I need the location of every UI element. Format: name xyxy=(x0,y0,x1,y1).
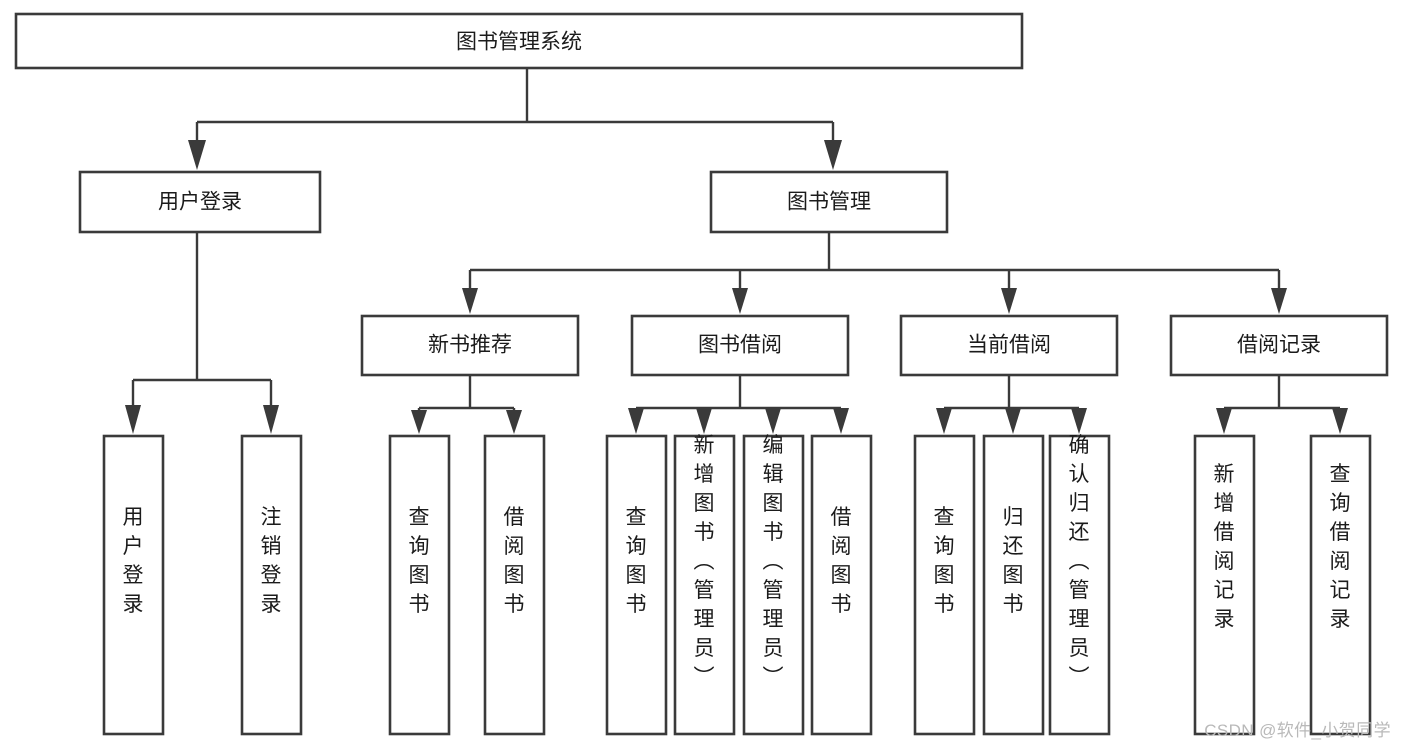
node-book-management-box[interactable] xyxy=(709,170,949,234)
csdn-watermark: CSDN @软件_小贺同学 xyxy=(1204,721,1391,740)
arrow-head-icon xyxy=(506,410,522,434)
leaf-label: 借阅图书 xyxy=(831,506,852,616)
node-book-borrow-label: 图书借阅 xyxy=(698,334,782,357)
connector-group-book-borrow xyxy=(628,375,849,434)
arrow-head-icon xyxy=(833,408,849,434)
leaf-label: 新增图书︵管理员︶ xyxy=(694,434,715,689)
connector-group-book-mgmt xyxy=(462,232,1287,314)
leaf-box[interactable] xyxy=(1309,434,1372,736)
leaf-node-add-borrow-record[interactable]: 新增借阅记录 xyxy=(1193,434,1256,736)
leaf-box[interactable] xyxy=(605,434,668,736)
leaf-label: 用户登录 xyxy=(123,506,144,616)
node-book-borrow-box[interactable] xyxy=(630,314,850,377)
leaf-box[interactable] xyxy=(240,434,303,736)
node-root-label: 图书管理系统 xyxy=(456,31,582,54)
leaf-label: 编辑图书︵管理员︶ xyxy=(763,434,784,689)
connector-group-user-login xyxy=(125,232,279,434)
leaf-node-edit-book-admin[interactable]: 编辑图书︵管理员︶ xyxy=(742,434,805,736)
arrow-head-icon xyxy=(411,410,427,434)
leaf-box[interactable] xyxy=(102,434,165,736)
leaf-label: 查询图书 xyxy=(626,506,647,616)
arrow-head-icon xyxy=(1005,408,1021,434)
leaf-box[interactable] xyxy=(742,434,805,736)
leaf-node-query-book-3[interactable]: 查询图书 xyxy=(913,434,976,736)
leaf-node-query-book-2[interactable]: 查询图书 xyxy=(605,434,668,736)
arrow-head-icon xyxy=(1071,408,1087,434)
node-book-management-label: 图书管理 xyxy=(787,191,871,214)
leaf-box[interactable] xyxy=(1193,434,1256,736)
node-user-login[interactable]: 用户登录 xyxy=(78,170,322,234)
node-borrow-records-box[interactable] xyxy=(1169,314,1389,377)
node-current-borrow-box[interactable] xyxy=(899,314,1119,377)
arrow-head-icon xyxy=(732,288,748,314)
node-new-book-recommend-box[interactable] xyxy=(360,314,580,377)
node-root-box[interactable] xyxy=(14,12,1024,70)
leaf-box[interactable] xyxy=(388,434,451,736)
node-user-login-label: 用户登录 xyxy=(158,191,242,214)
leaf-box[interactable] xyxy=(982,434,1045,736)
node-root[interactable]: 图书管理系统 xyxy=(14,12,1024,70)
node-new-book-recommend[interactable]: 新书推荐 xyxy=(360,314,580,377)
arrow-head-icon xyxy=(824,140,842,170)
connector-group-current-borrow xyxy=(936,375,1087,434)
node-book-borrow[interactable]: 图书借阅 xyxy=(630,314,850,377)
arrow-head-icon xyxy=(1001,288,1017,314)
leaf-label: 新增借阅记录 xyxy=(1214,463,1235,631)
leaf-label: 借阅图书 xyxy=(504,506,525,616)
leaf-node-logout-login[interactable]: 注销登录 xyxy=(240,434,303,736)
leaf-node-query-borrow-record[interactable]: 查询借阅记录 xyxy=(1309,434,1372,736)
node-borrow-records-label: 借阅记录 xyxy=(1237,334,1321,357)
arrow-head-icon xyxy=(125,405,141,434)
leaf-box[interactable] xyxy=(913,434,976,736)
connector-group-borrow-records xyxy=(1216,375,1348,434)
arrow-head-icon xyxy=(1271,288,1287,314)
arrow-head-icon xyxy=(462,288,478,314)
arrow-head-icon xyxy=(1332,408,1348,434)
leaf-node-user-login[interactable]: 用户登录 xyxy=(102,434,165,736)
leaf-label: 查询借阅记录 xyxy=(1330,463,1351,631)
leaf-label: 注销登录 xyxy=(261,506,282,616)
node-current-borrow-label: 当前借阅 xyxy=(967,334,1051,357)
node-current-borrow[interactable]: 当前借阅 xyxy=(899,314,1119,377)
leaf-node-query-book-1[interactable]: 查询图书 xyxy=(388,434,451,736)
leaf-node-add-book-admin[interactable]: 新增图书︵管理员︶ xyxy=(673,434,736,736)
leaf-label: 查询图书 xyxy=(934,506,955,616)
connector-group-root xyxy=(188,68,842,170)
leaf-node-confirm-return-admin[interactable]: 确认归还︵管理员︶ xyxy=(1048,434,1111,736)
leaf-box[interactable] xyxy=(810,434,873,736)
node-user-login-box[interactable] xyxy=(78,170,322,234)
arrow-head-icon xyxy=(696,408,712,434)
node-borrow-records[interactable]: 借阅记录 xyxy=(1169,314,1389,377)
leaf-node-return-book[interactable]: 归还图书 xyxy=(982,434,1045,736)
arrow-head-icon xyxy=(263,405,279,434)
connector-group-new-book xyxy=(411,375,522,434)
leaf-node-borrow-book-2[interactable]: 借阅图书 xyxy=(810,434,873,736)
arrow-head-icon xyxy=(188,140,206,170)
leaf-box[interactable] xyxy=(483,434,546,736)
leaf-label: 确认归还︵管理员︶ xyxy=(1069,434,1090,689)
leaf-box[interactable] xyxy=(673,434,736,736)
arrow-head-icon xyxy=(628,408,644,434)
leaf-label: 归还图书 xyxy=(1003,506,1024,616)
leaf-node-borrow-book-1[interactable]: 借阅图书 xyxy=(483,434,546,736)
leaf-label: 查询图书 xyxy=(409,506,430,616)
node-new-book-recommend-label: 新书推荐 xyxy=(428,334,512,357)
arrow-head-icon xyxy=(1216,408,1232,434)
arrow-head-icon xyxy=(936,408,952,434)
leaf-box[interactable] xyxy=(1048,434,1111,736)
arrow-head-icon xyxy=(765,408,781,434)
node-book-management[interactable]: 图书管理 xyxy=(709,170,949,234)
